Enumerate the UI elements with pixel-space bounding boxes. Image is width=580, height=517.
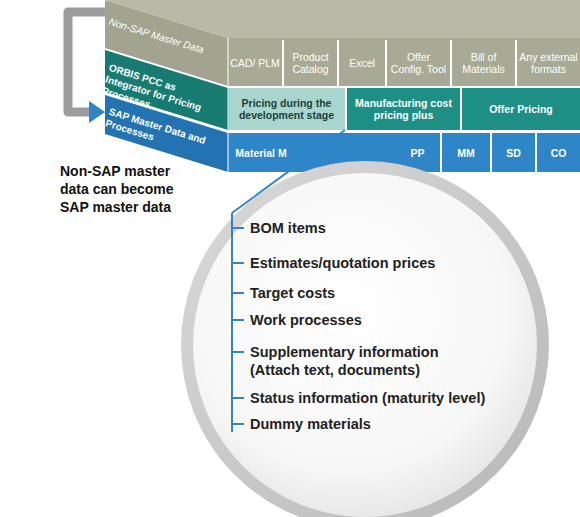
layer-cell: Bill of Materials — [450, 40, 515, 86]
note-text: Non-SAP master data can become SAP maste… — [60, 162, 188, 216]
layer-cell: MM — [440, 133, 490, 172]
layer-cell: Material M — [228, 133, 294, 172]
cell-label: Material M — [233, 147, 288, 159]
layer-cell: Offer Pricing — [460, 88, 580, 130]
lens-shape — [180, 160, 550, 517]
cell-label: CO — [549, 147, 569, 159]
cell-label: PP — [408, 147, 426, 159]
layer-cell: CO — [535, 133, 580, 172]
magnifier-lens: BOM itemsEstimates/quotation pricesTarge… — [180, 160, 550, 517]
cell-label: Offer Config. Tool — [387, 51, 450, 75]
list-item: Supplementary information (Attach text, … — [250, 343, 460, 379]
cell-label: SD — [504, 147, 523, 159]
cell-label: Manufacturing cost pricing plus — [347, 97, 460, 121]
layer-top-face — [105, 0, 580, 38]
list-item: Status information (maturity level) — [250, 389, 485, 407]
cell-label: Excel — [347, 57, 377, 69]
layer-cell: Any external formats — [515, 40, 580, 86]
layer-cell: Excel — [337, 40, 385, 86]
lens-circle — [187, 167, 543, 517]
list-item: Work processes — [250, 311, 362, 329]
layer-cell: Product Catalog — [282, 40, 337, 86]
conversion-arrow — [68, 12, 105, 123]
cell-label: Offer Pricing — [487, 103, 555, 115]
list-item: Dummy materials — [250, 415, 371, 433]
list-item: Estimates/quotation prices — [250, 254, 435, 272]
list-item: BOM items — [250, 219, 326, 237]
layer-cell: Pricing during the development stage — [228, 88, 345, 130]
layer-cell: Offer Config. Tool — [385, 40, 450, 86]
layer-cell: SD — [490, 133, 535, 172]
cell-label: MM — [455, 147, 477, 159]
cell-label: Any external formats — [517, 51, 580, 75]
layer-cell: CAD/ PLM — [228, 40, 282, 86]
cell-label: Product Catalog — [284, 51, 337, 75]
sap-layer: SAP Master Data and ProcessesMaterial MP… — [105, 95, 580, 172]
layer-cell: Manufacturing cost pricing plus — [345, 88, 460, 130]
layer-front-face — [228, 38, 580, 86]
cell-label: Bill of Materials — [452, 51, 515, 75]
cell-label: CAD/ PLM — [228, 57, 282, 69]
cell-label: Pricing during the development stage — [228, 97, 345, 121]
layer-edge — [228, 133, 229, 172]
list-item: Target costs — [250, 284, 335, 302]
layer-edge — [228, 38, 229, 86]
layer-front-face — [228, 88, 580, 130]
